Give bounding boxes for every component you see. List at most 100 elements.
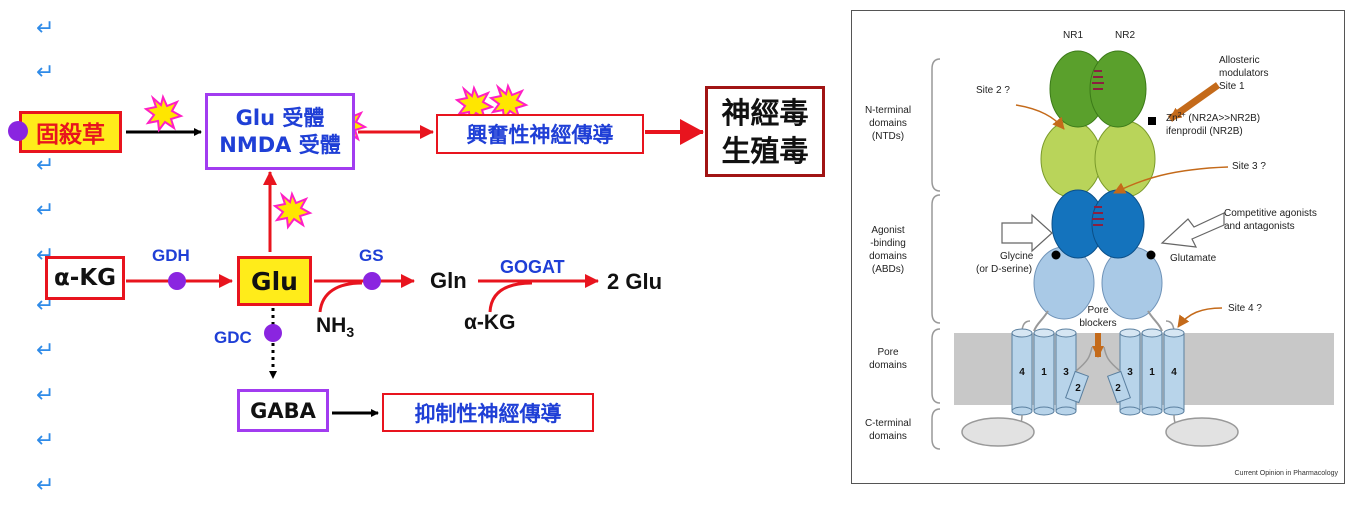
allosteric-label-3: Site 1 [1219, 81, 1245, 92]
return-symbol: ↵ [36, 293, 55, 318]
allosteric-arrow [1167, 82, 1221, 122]
ctd-label-1: C-terminal [865, 418, 911, 429]
ntd-interface [1092, 70, 1104, 90]
abd-label-1: Agonist [871, 225, 905, 236]
site2-label: Site 2 ? [976, 85, 1010, 96]
abd-label-3: domains [869, 251, 907, 262]
glutamate-hollow-arrow [1160, 212, 1225, 248]
pore-helices-left [999, 320, 1093, 434]
inhibitory-box: 抑制性神經傳導 [382, 393, 594, 432]
toxicity-line2: 生殖毒 [721, 133, 809, 168]
nh3-text: NH [316, 314, 347, 337]
ntd-label-3: (NTDs) [872, 131, 904, 142]
zn-rest: (NR2A>>NR2B) [1186, 113, 1260, 124]
zn-label: Zn2+ (NR2A>>NR2B) [1166, 112, 1260, 124]
gs-dot [363, 272, 381, 290]
herbicide-box: 固殺草 [19, 111, 122, 153]
allosteric-label-2: modulators [1219, 68, 1268, 79]
burst-icon [272, 190, 313, 230]
ntd-lower-nr1 [1040, 120, 1102, 198]
return-symbol: ↵ [36, 383, 55, 408]
nh3-curve [318, 281, 363, 313]
glutamate-label: Glutamate [1170, 253, 1217, 264]
gaba-box: GABA [237, 389, 329, 432]
gdc-dot [264, 324, 282, 342]
ntd-label-1: N-terminal [865, 105, 911, 116]
akg-text-label: α-KG [464, 311, 516, 334]
abd-lower-nr1 [1033, 246, 1095, 320]
return-symbol: ↵ [36, 60, 55, 85]
helix-label: 4 [1019, 367, 1025, 378]
helix-label: 2 [1075, 383, 1081, 394]
herbicide-dot [8, 121, 28, 141]
two-glu-label: 2 Glu [607, 269, 663, 294]
akg-box: α-KG [45, 256, 125, 300]
gogat-label: GOGAT [500, 257, 565, 277]
return-symbol: ↵ [36, 338, 55, 363]
ifenprodil-label: ifenprodil (NR2B) [1166, 126, 1243, 137]
nr1-label: NR1 [1063, 30, 1083, 41]
pore-label-1: Pore [877, 347, 899, 358]
site2-arrow [1015, 104, 1065, 130]
akg-box-label: α-KG [53, 265, 117, 291]
glu-box: Glu [237, 256, 312, 306]
gaba-box-label: GABA [250, 398, 316, 423]
nh3-subscript: 3 [346, 324, 355, 341]
site4-label: Site 4 ? [1228, 303, 1262, 314]
zn-site [1148, 117, 1156, 125]
return-symbol: ↵ [36, 198, 55, 223]
gs-label: GS [359, 246, 384, 265]
gln-label: Gln [430, 268, 467, 293]
helix-label: 4 [1171, 367, 1177, 378]
return-symbol: ↵ [36, 153, 55, 178]
excitatory-box: 興奮性神經傳導 [436, 114, 644, 154]
bracket-pore [931, 328, 941, 404]
bracket-abd [931, 194, 941, 324]
excitatory-label: 興奮性神經傳導 [466, 123, 614, 147]
zn-sup: 2+ [1178, 112, 1186, 119]
ctd-nr1 [961, 417, 1035, 447]
ntd-upper-nr2 [1089, 50, 1147, 128]
competitive-label-1: Competitive agonists [1224, 208, 1317, 219]
pore-label-2: domains [869, 360, 907, 371]
helix-label: 3 [1063, 367, 1069, 378]
toxicity-line1: 神經毒 [721, 95, 809, 130]
helix-label: 2 [1115, 383, 1121, 394]
helix-label: 3 [1127, 367, 1133, 378]
abd-interface [1092, 206, 1104, 226]
gdc-label: GDC [214, 328, 252, 347]
helix-label: 1 [1149, 367, 1155, 378]
nh3-label: NH3 [316, 314, 354, 340]
site3-arrow [1113, 166, 1229, 194]
allosteric-label-1: Allosteric [1219, 55, 1260, 66]
site4-arrow [1177, 307, 1223, 328]
glu-box-label: Glu [251, 266, 298, 296]
bracket-ctd [931, 408, 941, 450]
glutamate-site [1146, 250, 1156, 260]
abd-label-4: (ABDs) [872, 264, 904, 275]
nmda-receptor-figure: NR1 NR2 N-terminal domains (NTDs) Agonis… [851, 10, 1345, 484]
zn-main: Zn [1166, 113, 1178, 124]
return-symbol: ↵ [36, 428, 55, 453]
ntd-label-2: domains [869, 118, 907, 129]
glycine-label-2: (or D-serine) [976, 264, 1032, 275]
nmda-receptor-svg: NR1 NR2 N-terminal domains (NTDs) Agonis… [865, 30, 1339, 477]
return-symbol: ↵ [36, 16, 55, 41]
bracket-ntd [931, 58, 941, 192]
competitive-label-2: and antagonists [1224, 221, 1295, 232]
gdh-label: GDH [152, 246, 190, 265]
return-symbol: ↵ [36, 473, 55, 498]
glycine-hollow-arrow [1001, 213, 1053, 253]
receptor-line2: NMDA 受體 [219, 132, 341, 157]
glycine-label-1: Glycine [1000, 251, 1034, 262]
ctd-nr2 [1165, 417, 1239, 447]
receptor-box: Glu 受體 NMDA 受體 [205, 93, 355, 170]
burst-icon [143, 93, 184, 133]
helix-label: 1 [1041, 367, 1047, 378]
ctd-label-2: domains [869, 431, 907, 442]
abd-label-2: -binding [870, 238, 906, 249]
inhibitory-label: 抑制性神經傳導 [414, 401, 562, 426]
herbicide-label: 固殺草 [36, 122, 105, 148]
credit-label: Current Opinion in Pharmacology [1235, 470, 1339, 477]
pore-blockers-label-1: Pore [1087, 305, 1109, 316]
